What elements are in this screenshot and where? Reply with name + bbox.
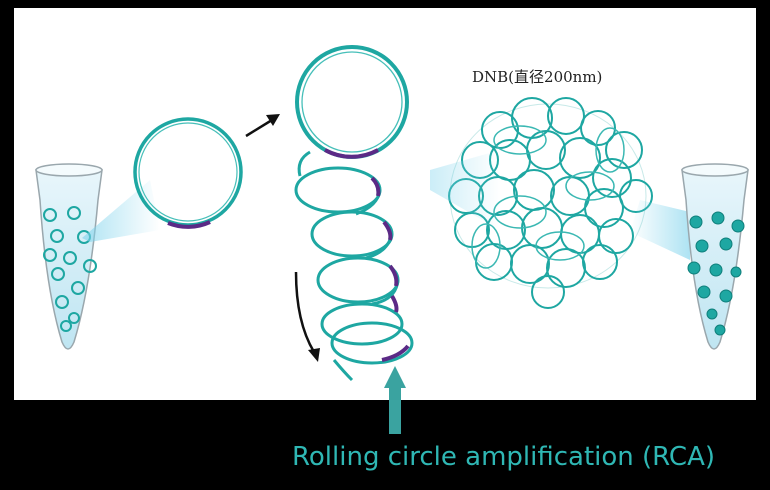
- tube-circles: [43, 206, 97, 332]
- caption-rca: Rolling circle amplification (RCA): [292, 442, 716, 472]
- right-tube-icon: [681, 163, 749, 350]
- rca-top-circle: [295, 45, 409, 159]
- left-tube-icon: [35, 163, 103, 350]
- rotation-arrow-icon: [294, 271, 320, 362]
- right-zoom-beam: [630, 200, 690, 260]
- pointer-arrow-icon: [384, 366, 406, 434]
- dnb-left-beam: [430, 150, 500, 230]
- rca-spiral: [294, 150, 414, 382]
- dnb-ball-icon: [448, 97, 653, 309]
- spiral-markers: [370, 176, 410, 362]
- arrow-icon: [245, 114, 280, 138]
- tube-dnb-clusters: [687, 211, 745, 336]
- dnb-label: DNB(直径200nm): [472, 68, 603, 86]
- circular-dna-icon: [133, 117, 243, 229]
